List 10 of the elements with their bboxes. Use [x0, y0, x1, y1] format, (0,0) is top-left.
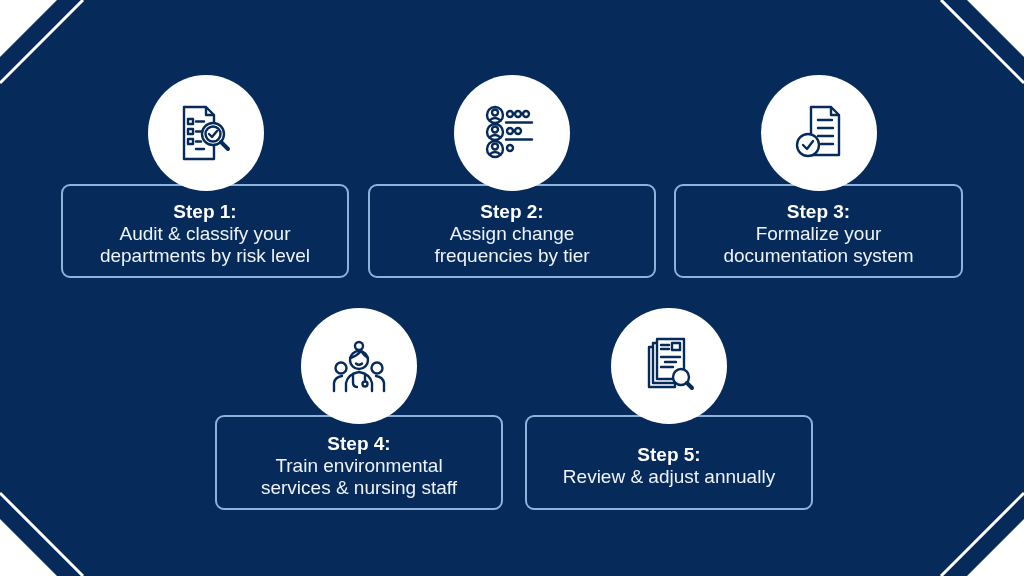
step-heading: Step 2:	[480, 201, 544, 223]
step-heading: Step 5:	[637, 443, 701, 466]
step-description: Audit & classify your departments by risk level	[98, 223, 312, 267]
step-heading: Step 3:	[786, 201, 851, 223]
step-description: Formalize your documentation system	[722, 223, 915, 267]
step-heading: Step 1:	[173, 201, 237, 223]
step-description: Assign change frequencies by tier	[433, 223, 591, 267]
step-heading: Step 4:	[327, 432, 391, 455]
step-description: Review & adjust annually	[562, 465, 776, 488]
step-description: Train environmental services & nursing staff	[259, 454, 459, 499]
